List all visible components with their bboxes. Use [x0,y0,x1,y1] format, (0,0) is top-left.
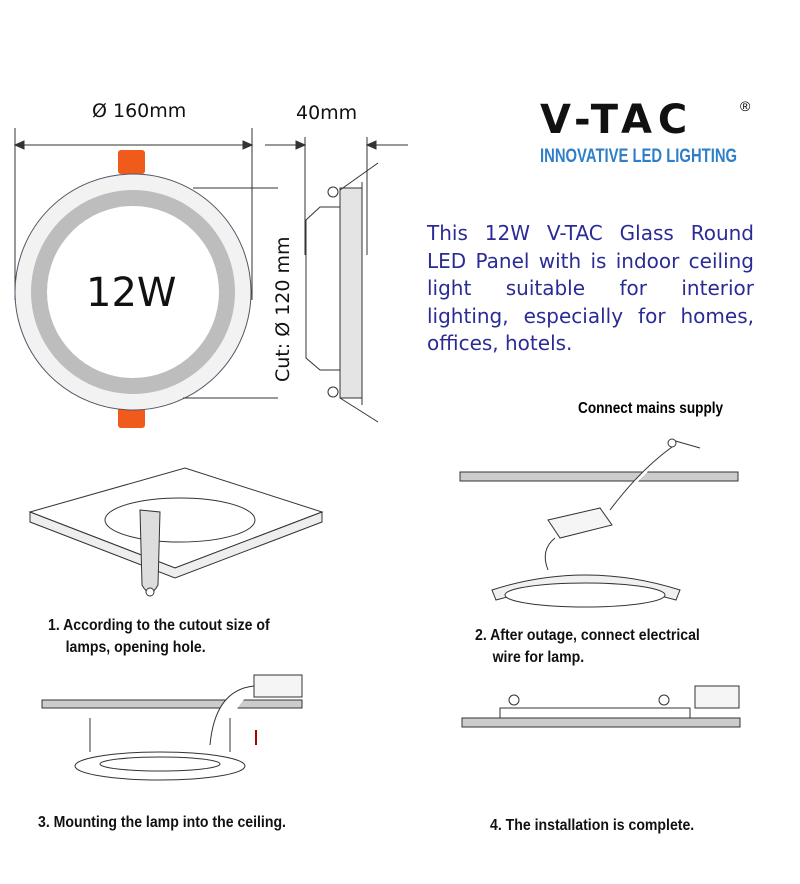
logo-brand: V-TAC [540,97,694,143]
step-2-line2: wire for lamp. [492,649,585,666]
product-description: This 12W V-TAC Glass Round LED Panel wit… [427,221,754,355]
vtac-logo: V-TAC ® INNOVATIVE LED LIGHTING [540,97,760,180]
step-1-caption: 1. According to the cutout size of lamps… [48,615,270,659]
logo-tagline: INNOVATIVE LED LIGHTING [540,146,738,167]
step-2-caption: 2. After outage, connect electrical wire… [475,625,700,669]
step-3-caption: 3. Mounting the lamp into the ceiling. [38,814,286,831]
side-view-drawing [265,137,408,423]
step-2-line1: 2. After outage, connect electrical [475,627,700,644]
step4-drawing [461,685,741,728]
step1-drawing [28,467,324,597]
callout-mains: Connect mains supply [578,400,724,417]
depth-label: 40mm [296,102,358,124]
power-label: 12W [86,270,177,316]
front-view-drawing [13,128,278,428]
diameter-label: Ø 160mm [92,100,187,122]
step3-drawing [41,674,303,781]
step-1-line2: lamps, opening hole. [65,639,206,656]
step2-drawing [459,438,739,608]
logo-registered: ® [740,98,751,114]
cutout-label: Cut: Ø 120 mm [272,236,294,382]
step-4-caption: 4. The installation is complete. [490,817,695,834]
step-1-line1: 1. According to the cutout size of [48,617,270,634]
